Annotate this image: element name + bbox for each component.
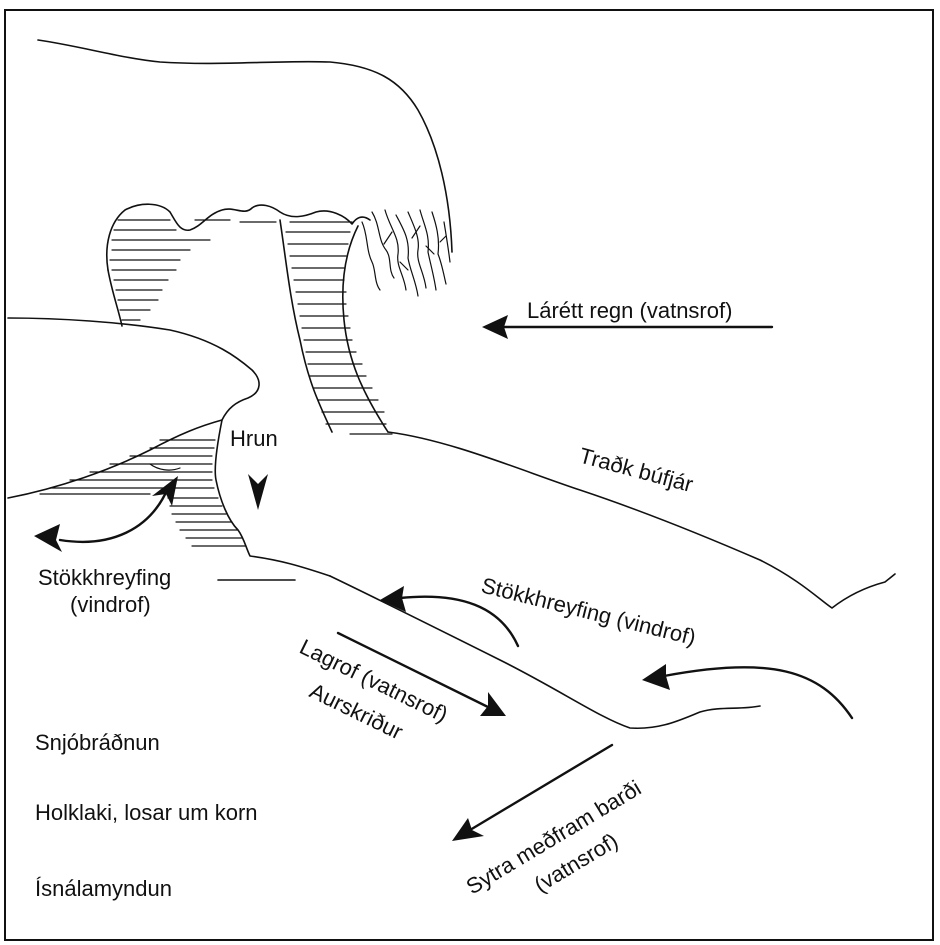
label-stokk-left-2: (vindrof) [70,592,151,617]
arrow-hrun [248,474,268,510]
label-stokk-left-1: Stökkhreyfing [38,565,171,590]
label-stokk-right: Stökkhreyfing (vindrof) [479,573,699,651]
arrow-stokk-right-2 [642,664,852,718]
eroded-cavity [107,204,392,434]
turf-top-outline [38,40,452,252]
label-hrun: Hrun [230,426,278,451]
label-larett-regn: Lárétt regn (vatnsrof) [527,298,732,323]
left-block-outline [8,318,259,420]
label-holklaki: Holklaki, losar um korn [35,800,258,825]
roots [362,210,450,296]
label-snjobradnun: Snjóbráðnun [35,730,160,755]
label-isnala: Ísnálamyndun [35,876,172,901]
slope-hatching [40,440,246,546]
label-tradk: Traðk búfjár [577,443,696,497]
